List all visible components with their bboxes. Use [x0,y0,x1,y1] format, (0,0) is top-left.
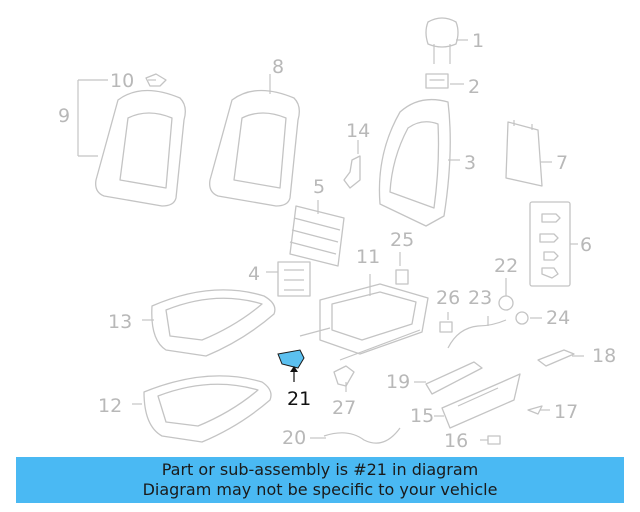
label-8: 8 [272,56,284,78]
part-clip [145,73,167,87]
label-2: 2 [468,76,480,98]
label-21-highlight: 21 [287,388,311,410]
part-headrest [425,17,459,64]
part-fasteners [529,201,571,287]
leader-lines [77,39,584,441]
label-20: 20 [282,427,306,449]
label-13: 13 [108,311,132,333]
label-15: 15 [410,405,434,427]
part-guide [425,73,449,89]
part-back-cover [209,89,300,207]
label-1: 1 [472,30,484,52]
label-19: 19 [386,371,410,393]
label-23: 23 [468,287,492,309]
part-trim [425,361,483,395]
part-handle [537,349,575,367]
label-18: 18 [592,345,616,367]
label-10: 10 [110,70,134,92]
part-spring-mat [289,205,345,267]
part-knob [498,295,514,311]
label-14: 14 [346,120,370,142]
label-9: 9 [58,105,70,127]
label-22: 22 [494,255,518,277]
label-3: 3 [464,152,476,174]
part-harness [323,427,401,444]
part-seat-cover [151,289,276,357]
part-switch [395,269,409,285]
label-27: 27 [332,397,356,419]
label-11: 11 [356,246,380,268]
part-side-shield [441,373,521,429]
label-24: 24 [546,307,570,329]
part-lumbar [277,261,311,297]
part-clip-2 [439,321,453,333]
label-12: 12 [98,395,122,417]
banner-line-2: Diagram may not be specific to your vehi… [142,480,498,499]
info-banner: Part or sub-assembly is #21 in diagram D… [16,457,624,503]
part-back-frame [378,98,451,227]
banner-line-1: Part or sub-assembly is #21 in diagram [161,460,479,479]
label-17: 17 [554,401,578,423]
part-back-board [505,120,543,187]
label-6: 6 [580,234,592,256]
label-16: 16 [444,430,468,452]
part-21-highlight [277,349,305,369]
part-seat-pad [143,375,272,443]
label-25: 25 [390,229,414,251]
part-cap [527,405,543,415]
part-bracket-2 [333,365,355,387]
part-bracket [343,155,361,189]
label-7: 7 [556,152,568,174]
part-knob-2 [515,311,529,325]
part-cable [447,319,507,349]
label-5: 5 [313,176,325,198]
label-4: 4 [248,263,260,285]
part-cap-2 [487,435,501,445]
part-back-pad [95,89,186,207]
label-26: 26 [436,287,460,309]
part-seat-frame [299,283,429,361]
